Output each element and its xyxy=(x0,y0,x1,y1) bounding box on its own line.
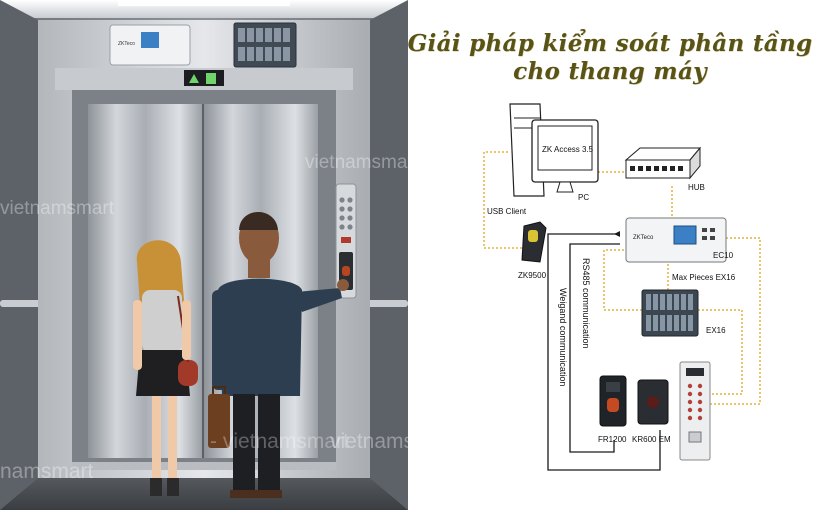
dotted-connections xyxy=(483,151,761,405)
man-neck xyxy=(248,258,270,278)
man-figure xyxy=(208,212,349,498)
kr600-label: KR600 EM xyxy=(632,435,671,444)
fingerprint-sensor xyxy=(342,266,350,276)
hub-label: HUB xyxy=(688,183,705,192)
watermark-mid: - vietnamsmart xyxy=(210,430,349,453)
woman-leg-left xyxy=(152,396,161,480)
man-shoe-left xyxy=(230,490,256,498)
wiegand-line xyxy=(547,233,661,471)
title-line-2: cho thang máy xyxy=(513,58,707,85)
fr1200-device: FR1200 xyxy=(598,375,627,444)
software-label: ZK Access 3.5 xyxy=(542,145,594,154)
wiegand-label: Weigand communication xyxy=(558,288,568,386)
zk9500-sensor xyxy=(528,230,538,242)
pc-screen xyxy=(537,125,593,171)
ex16-keypad-line xyxy=(698,309,743,395)
fr1200-label: FR1200 xyxy=(598,435,627,444)
ec10-ex16-line xyxy=(603,249,642,311)
ceiling-light xyxy=(118,0,290,6)
call-panel-alarm xyxy=(341,237,351,243)
keypad-body xyxy=(679,361,711,461)
ec10-keys xyxy=(702,228,715,240)
left-handrail xyxy=(0,300,42,307)
man-briefcase xyxy=(208,394,230,448)
briefcase-handle xyxy=(212,386,226,394)
rs485-line xyxy=(569,243,620,453)
hub-device: HUB xyxy=(624,146,705,192)
keypad-buttons xyxy=(687,383,703,421)
pc-stand xyxy=(556,181,574,193)
man-leg-left xyxy=(233,394,255,492)
man-shoe-right xyxy=(256,490,282,498)
zk9500-device: ZK9500 xyxy=(518,221,547,280)
hub-top xyxy=(624,147,702,161)
man-hand xyxy=(337,279,349,291)
woman-arm-right xyxy=(182,300,191,360)
kr600-device: KR600 EM xyxy=(632,379,671,444)
fr1200-display xyxy=(606,382,620,392)
woman-shoe-right xyxy=(167,478,179,496)
title-line-1: Giải pháp kiểm soát phân tầng xyxy=(407,30,813,57)
ex16-label: EX16 xyxy=(706,326,726,335)
watermark-top: vietnamsmart xyxy=(305,152,420,173)
controller-brand: ZKTeco xyxy=(118,41,135,47)
elevator-illustration: ZKTeco xyxy=(0,0,408,510)
elevator-keypad xyxy=(679,361,711,461)
pc-device: ZK Access 3.5 PC xyxy=(509,103,599,202)
right-handrail xyxy=(366,300,408,307)
keypad-reader xyxy=(688,431,702,443)
hub-side xyxy=(689,146,701,180)
ceiling xyxy=(0,0,408,18)
man-arm-left xyxy=(212,290,228,390)
ex16-device: EX16 xyxy=(641,289,726,337)
wiegand-arrow-icon xyxy=(614,231,620,237)
woman-arm-left xyxy=(133,300,142,370)
ex16-relays xyxy=(646,294,693,331)
man-jacket xyxy=(218,278,302,396)
floor xyxy=(0,478,408,510)
door-sill xyxy=(72,462,336,470)
woman-leg-right xyxy=(168,396,177,480)
woman-top xyxy=(142,290,182,352)
man-hair xyxy=(239,212,278,230)
usb-label: USB Client xyxy=(487,207,527,216)
right-side-wall xyxy=(370,0,408,510)
woman-figure xyxy=(133,240,198,496)
up-arrow-icon xyxy=(189,74,199,83)
woman-shoe-left xyxy=(150,478,162,496)
man-leg-right xyxy=(258,394,280,492)
rs485-label: RS485 communication xyxy=(581,258,591,349)
pc-label: PC xyxy=(578,193,589,202)
man-arm-raised xyxy=(296,288,342,312)
usb-line xyxy=(483,151,528,249)
ec10-top-screen xyxy=(141,32,159,48)
ec10-screen xyxy=(673,225,697,245)
woman-bag xyxy=(178,360,198,386)
floor-indicator xyxy=(184,70,224,86)
ec10-label: EC10 xyxy=(713,251,734,260)
ec10-keypad-line xyxy=(710,237,761,405)
watermark-left-bottom: namsmart xyxy=(0,460,94,483)
call-panel-buttons xyxy=(339,197,353,230)
watermark-left: vietnamsmart xyxy=(0,198,115,219)
ex16-top-relays xyxy=(238,28,290,61)
kr600-led xyxy=(647,396,659,408)
woman-skirt xyxy=(136,350,190,396)
wiring-diagram: ZK Access 3.5 PC HUB USB Client ZK9500 xyxy=(483,103,761,471)
floor-digit xyxy=(206,73,216,84)
left-side-wall xyxy=(0,0,38,510)
hub-ports xyxy=(630,166,683,171)
fr1200-sensor xyxy=(607,398,619,412)
zk9500-label: ZK9500 xyxy=(518,271,547,280)
ec10-brand: ZKTeco xyxy=(633,235,654,241)
keypad-display xyxy=(686,368,704,376)
watermark-bottom: vietnamsmart xyxy=(330,430,456,453)
solid-connections xyxy=(547,233,661,471)
max-pieces-label: Max Pieces EX16 xyxy=(672,273,736,282)
ec10-device: ZKTeco EC10 xyxy=(625,217,734,263)
